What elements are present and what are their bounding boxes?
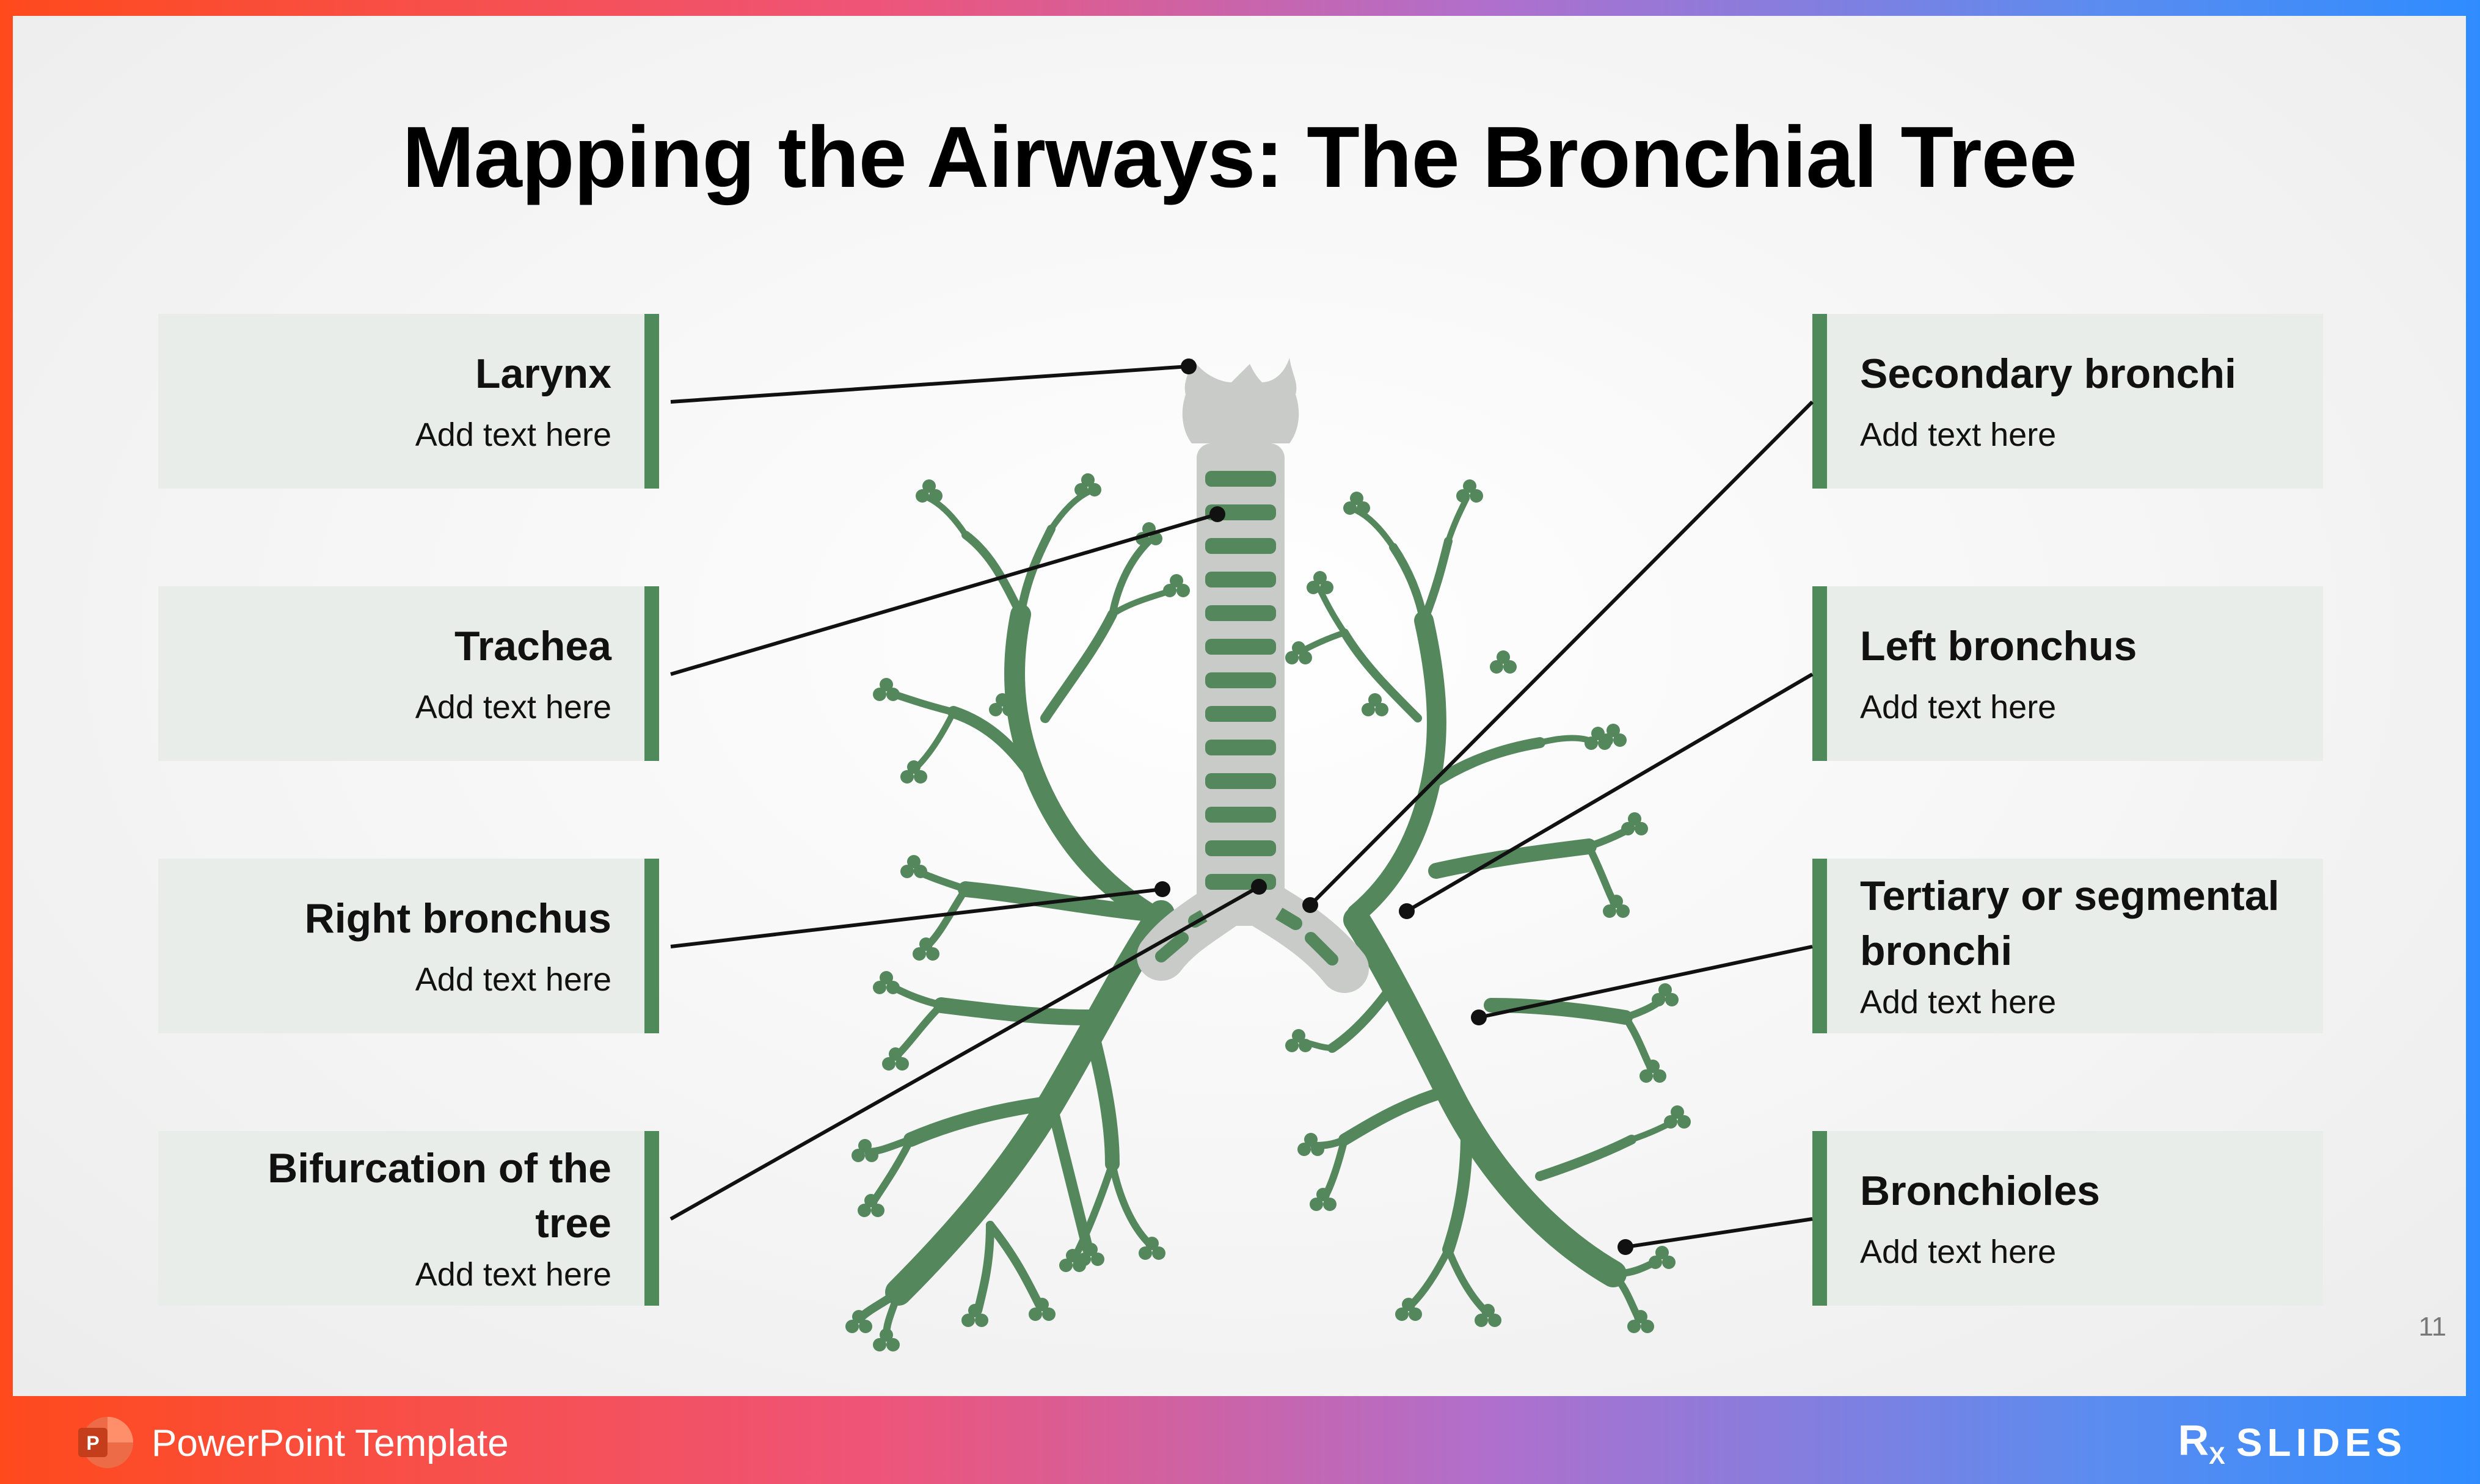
label-title: Tertiary or segmental bronchi (1860, 873, 2280, 974)
label-title: Bifurcation of the tree (268, 1145, 611, 1246)
label-title: Secondary bronchi (1860, 351, 2236, 397)
powerpoint-icon: P (78, 1417, 133, 1468)
label-body[interactable]: Add text here (1860, 689, 2057, 726)
accent-bar (1812, 859, 1827, 1033)
bronchial-tree-diagram (669, 358, 1814, 1351)
connector-tertiary-bronchi (1478, 945, 1813, 1019)
label-body[interactable]: Add text here (1860, 1234, 2057, 1270)
label-title: Left bronchus (1860, 623, 2137, 669)
footer-bar: P PowerPoint Template RX SLIDES (0, 1399, 2480, 1484)
label-title: Trachea (454, 623, 611, 669)
label-box-secondary-bronchi: Secondary bronchi Add text here (1812, 314, 2323, 489)
slide: Mapping the Airways: The Bronchial Tree … (13, 16, 2466, 1396)
label-box-tertiary-bronchi: Tertiary or segmental bronchi Add text h… (1812, 859, 2323, 1033)
left-lung-alveoli (1285, 479, 1691, 1333)
slide-title: Mapping the Airways: The Bronchial Tree (402, 109, 2077, 206)
label-box-left-bronchus: Left bronchus Add text here (1812, 586, 2323, 761)
connector-lines (669, 365, 1814, 1249)
label-box-larynx: Larynx Add text here (158, 314, 659, 489)
label-box-bronchioles: Bronchioles Add text here (1812, 1131, 2323, 1306)
accent-bar (1812, 1131, 1827, 1306)
template-label: PowerPoint Template (151, 1422, 509, 1464)
accent-bar (644, 859, 659, 1033)
connector-bronchioles (1625, 1217, 1813, 1249)
larynx (1182, 358, 1299, 443)
label-box-right-bronchus: Right bronchus Add text here (158, 859, 659, 1033)
label-title: Bronchioles (1860, 1168, 2100, 1214)
accent-bar (644, 314, 659, 489)
logo-rx-sub: X (2209, 1442, 2225, 1469)
label-title: Right bronchus (304, 895, 611, 942)
label-body[interactable]: Add text here (1860, 416, 2057, 453)
page-number: 11 (2418, 1312, 2446, 1342)
connector-left-bronchus (1406, 672, 1814, 913)
trachea (1195, 443, 1286, 926)
logo-rx: R (2178, 1416, 2209, 1464)
label-body[interactable]: Add text here (415, 1256, 611, 1293)
connector-secondary-bronchi (1308, 400, 1814, 907)
label-body[interactable]: Add text here (415, 416, 611, 453)
logo-name: SLIDES (2236, 1420, 2407, 1464)
label-title: Larynx (475, 351, 611, 397)
accent-bar (644, 1131, 659, 1306)
label-body[interactable]: Add text here (415, 961, 611, 998)
connector-right-bronchus (670, 887, 1163, 948)
label-box-bifurcation: Bifurcation of the tree Add text here (158, 1131, 659, 1306)
connector-larynx (670, 365, 1189, 404)
right-lung-branches (858, 489, 1176, 1339)
label-box-trachea: Trachea Add text here (158, 586, 659, 761)
connector-bifurcation (669, 885, 1260, 1221)
accent-bar (644, 586, 659, 761)
connector-trachea (670, 512, 1218, 676)
accent-bar (1812, 314, 1827, 489)
label-body[interactable]: Add text here (415, 689, 611, 726)
powerpoint-icon-letter: P (86, 1432, 99, 1454)
label-body[interactable]: Add text here (1860, 984, 2057, 1020)
connector-dots (1154, 358, 1633, 1255)
rxslides-logo: RX SLIDES (2178, 1416, 2407, 1469)
accent-bar (1812, 586, 1827, 761)
